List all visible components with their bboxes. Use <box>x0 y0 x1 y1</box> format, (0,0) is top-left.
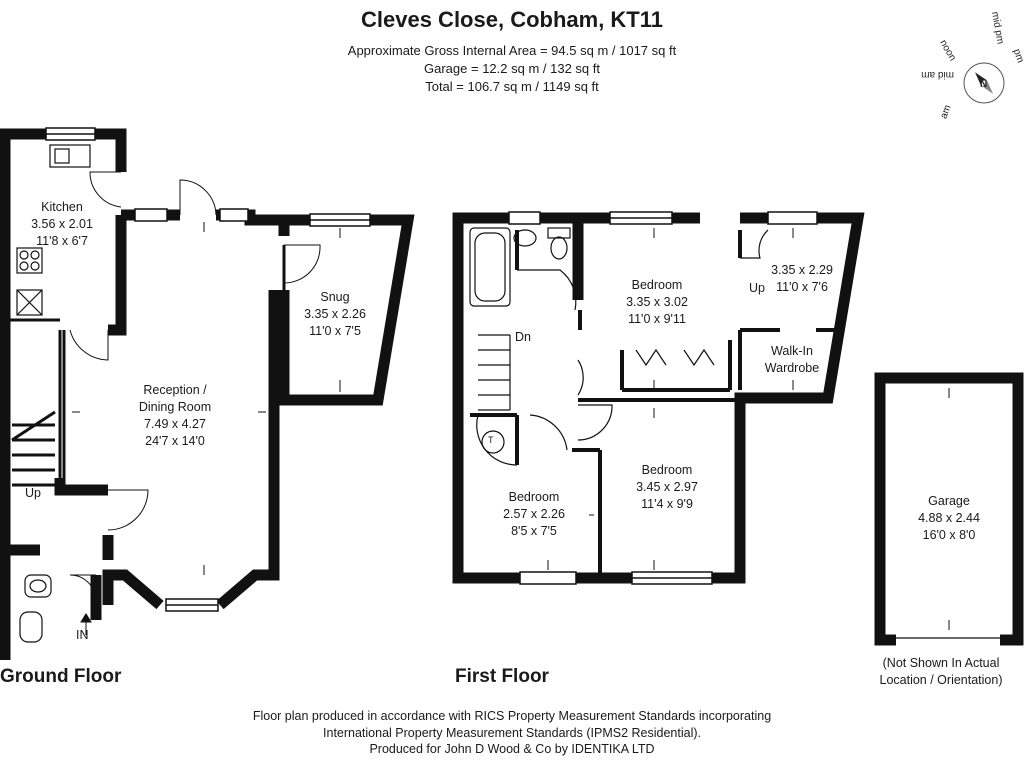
reception-name-1: Reception / <box>143 383 207 397</box>
reception-name-2: Dining Room <box>138 400 212 414</box>
kitchen-metric: 3.56 x 2.01 <box>31 217 93 231</box>
bedroom3-metric: 2.57 x 2.26 <box>503 507 565 521</box>
bedroom2-label: Bedroom 3.45 x 2.97 11'4 x 9'9 <box>622 462 712 513</box>
walkin-wardrobe-label: Walk-In Wardrobe <box>752 343 832 377</box>
garage-note-2: Location / Orientation) <box>879 673 1003 687</box>
upper-room-metric: 3.35 x 2.29 <box>771 263 833 277</box>
garage-label: Garage 4.88 x 2.44 16'0 x 8'0 <box>898 493 1000 544</box>
bedroom1-label: Bedroom 3.35 x 3.02 11'0 x 9'11 <box>612 277 702 328</box>
ground-floor-inner-walls <box>5 245 286 487</box>
garage-note-1: (Not Shown In Actual <box>882 656 1000 670</box>
bathroom-fixtures <box>469 227 769 466</box>
first-stairs-up-label: Up <box>749 281 765 295</box>
garage-imperial: 16'0 x 8'0 <box>922 528 976 542</box>
footer-line-1: Floor plan produced in accordance with R… <box>252 709 772 723</box>
ground-stairs-up-label: Up <box>25 486 41 500</box>
area-internal: Approximate Gross Internal Area = 94.5 s… <box>347 43 677 58</box>
ground-floor-title: Ground Floor <box>0 666 122 687</box>
compass-label-mid-pm: mid pm <box>989 11 1006 45</box>
compass-circle <box>963 62 1005 104</box>
compass-needle <box>975 72 988 86</box>
compass-label-pm: pm <box>1011 47 1024 64</box>
compass-label-noon: noon <box>937 38 958 63</box>
garage-note: (Not Shown In Actual Location / Orientat… <box>866 655 1016 689</box>
ground-floor-windows <box>45 127 371 612</box>
walkin-name-1: Walk-In <box>771 344 813 358</box>
kitchen-name: Kitchen <box>41 200 83 214</box>
bedroom2-metric: 3.45 x 2.97 <box>636 480 698 494</box>
page-title: Cleves Close, Cobham, KT11 <box>361 7 663 32</box>
first-stairs-down-label: Dn <box>515 330 531 344</box>
bedroom2-imperial: 11'4 x 9'9 <box>641 497 693 511</box>
bedroom1-metric: 3.35 x 3.02 <box>626 295 688 309</box>
entrance-label: IN <box>76 628 89 642</box>
garage-metric: 4.88 x 2.44 <box>918 511 980 525</box>
first-floor-walls <box>452 212 865 584</box>
area-garage: Garage = 12.2 sq m / 132 sq ft <box>424 61 600 76</box>
first-floor-windows <box>508 211 818 585</box>
bedroom1-name: Bedroom <box>631 278 683 292</box>
garage-walls <box>874 372 1024 646</box>
dimension-arrows <box>72 222 950 635</box>
compass-north: N <box>980 79 987 90</box>
garage-name: Garage <box>928 494 970 508</box>
walkin-name-2: Wardrobe <box>764 361 820 375</box>
compass-rose: noon mid pm pm mid am am N <box>921 11 1024 121</box>
bedroom3-name: Bedroom <box>508 490 560 504</box>
footer-line-2: International Property Measurement Stand… <box>323 726 701 740</box>
upper-room-imperial: 11'0 x 7'6 <box>776 280 828 294</box>
bedroom3-label: Bedroom 2.57 x 2.26 8'5 x 7'5 <box>490 489 578 540</box>
compass-label-am: am <box>938 104 953 121</box>
ground-floor-walls <box>0 128 415 660</box>
kitchen-imperial: 11'8 x 6'7 <box>36 234 88 248</box>
snug-metric: 3.35 x 2.26 <box>304 307 366 321</box>
kitchen-label: Kitchen 3.56 x 2.01 11'8 x 6'7 <box>22 199 102 250</box>
compass-label-mid-am: mid am <box>921 69 954 80</box>
snug-name: Snug <box>320 290 350 304</box>
ground-floor-doors <box>69 171 321 601</box>
upper-room-label: 3.35 x 2.29 11'0 x 7'6 <box>768 262 836 296</box>
snug-imperial: 11'0 x 7'5 <box>309 324 361 338</box>
snug-label: Snug 3.35 x 2.26 11'0 x 7'5 <box>292 289 378 340</box>
bedroom3-imperial: 8'5 x 7'5 <box>511 524 557 538</box>
footer-line-3: Produced for John D Wood & Co by IDENTIK… <box>369 742 655 756</box>
reception-label: Reception / Dining Room 7.49 x 4.27 24'7… <box>115 382 235 450</box>
reception-metric: 7.49 x 4.27 <box>144 417 206 431</box>
reception-imperial: 24'7 x 14'0 <box>145 434 205 448</box>
first-floor-title: First Floor <box>455 666 549 687</box>
area-total: Total = 106.7 sq m / 1149 sq ft <box>425 79 599 94</box>
bedroom1-imperial: 11'0 x 9'11 <box>628 312 686 326</box>
first-floor-inner-walls <box>470 230 840 578</box>
bedroom2-name: Bedroom <box>641 463 693 477</box>
tank-label: T <box>488 435 494 445</box>
kitchen-fixtures <box>16 144 91 643</box>
first-floor-stairs <box>478 334 511 411</box>
